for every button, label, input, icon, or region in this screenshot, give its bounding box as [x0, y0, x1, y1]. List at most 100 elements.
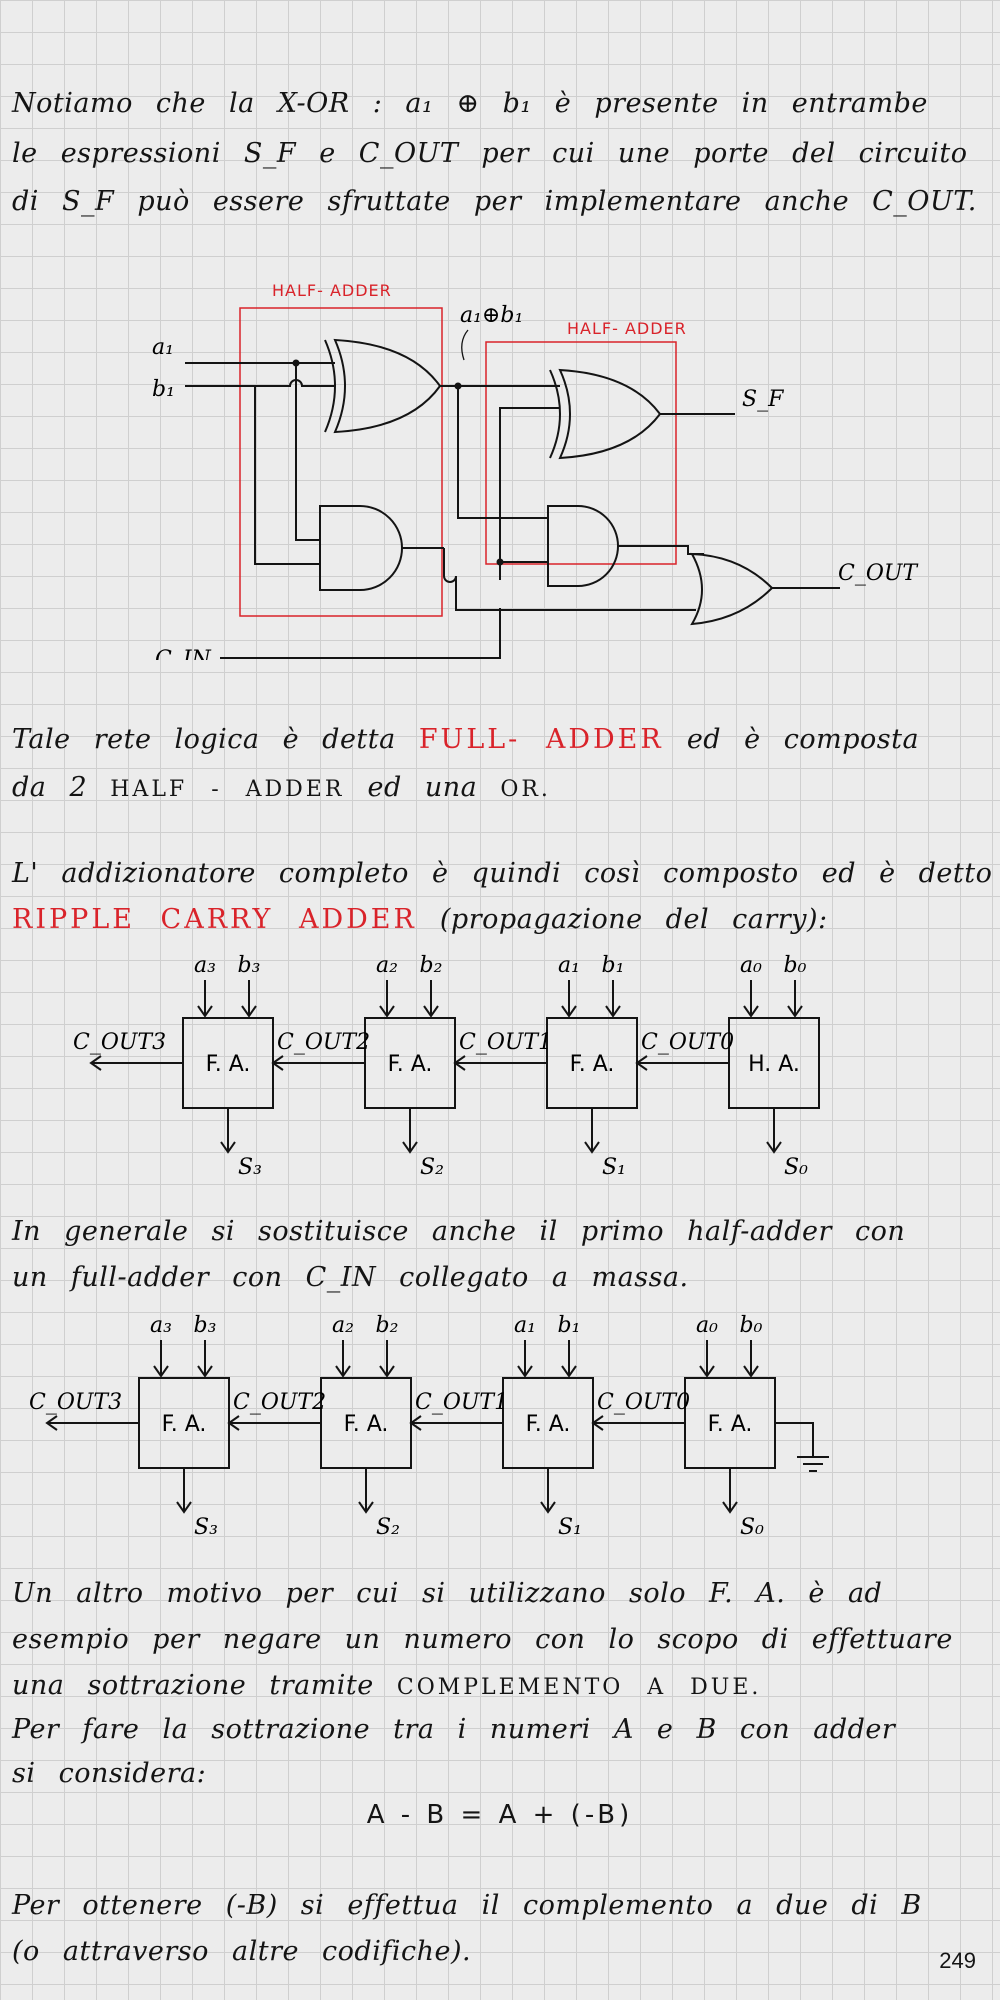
- carry-arrow: [45, 1415, 139, 1431]
- carry-arrow: [409, 1415, 503, 1431]
- input-a-label: a₃: [194, 953, 216, 978]
- ripple-line-2: RIPPLE CARRY ADDER (propagazione del car…: [12, 904, 988, 935]
- input-a-label: a₂: [376, 953, 398, 978]
- carry-arrow: [271, 1055, 365, 1071]
- half-adder-2-label: HALF- ADDER: [567, 319, 687, 338]
- input-arrow: [153, 1340, 169, 1378]
- carry-arrow: [591, 1415, 685, 1431]
- output-sf-label: S_F: [742, 387, 784, 412]
- input-b-label: b₂: [376, 1313, 399, 1338]
- sum-label: S₀: [740, 1515, 764, 1540]
- intro-line-1: Notiamo che la X-OR : a₁ ⊕ b₁ è presente…: [12, 88, 928, 119]
- general-line-1: In generale si sostituisce anche il prim…: [12, 1216, 906, 1247]
- input-arrow: [699, 1340, 715, 1378]
- input-arrow: [379, 1340, 395, 1378]
- sum-label: S₁: [558, 1515, 582, 1540]
- input-arrow: [241, 980, 257, 1018]
- carry-label: C_OUT1: [459, 1030, 552, 1055]
- general-line-2: un full-adder con C_IN collegato a massa…: [12, 1262, 689, 1293]
- or-term: OR.: [500, 777, 551, 802]
- carry-label: C_OUT0: [597, 1390, 690, 1415]
- sum-label: S₂: [420, 1155, 444, 1180]
- subtraction-formula: A - B = A + (-B): [366, 1800, 634, 1830]
- adder-block-label: F. A.: [526, 1412, 571, 1437]
- page-number: 249: [939, 1948, 976, 1973]
- fulladder-text-end: ed è composta: [686, 724, 920, 755]
- input-arrow: [197, 1340, 213, 1378]
- input-b-label: b₀: [784, 953, 807, 978]
- input-arrow: [743, 980, 759, 1018]
- input-arrow: [423, 980, 439, 1018]
- fulladder-l2-start: da 2: [12, 772, 88, 803]
- sum-arrow: [584, 1108, 600, 1154]
- sum-label: S₂: [376, 1515, 400, 1540]
- half-adder-term: HALF - ADDER: [110, 777, 345, 802]
- sum-arrow: [402, 1108, 418, 1154]
- annotation-arrow: [461, 329, 469, 361]
- input-cin-label: C_IN: [155, 647, 212, 660]
- carry-arrow: [227, 1415, 321, 1431]
- motive-line-1: Un altro motivo per cui si utilizzano so…: [12, 1578, 883, 1609]
- input-arrow: [561, 1340, 577, 1378]
- ripple-text-end: (propagazione del carry):: [439, 904, 828, 935]
- input-a-label: a₂: [332, 1313, 354, 1338]
- input-arrow: [379, 980, 395, 1018]
- input-a-label: a₀: [740, 953, 762, 978]
- input-arrow: [335, 1340, 351, 1378]
- sum-label: S₃: [194, 1515, 218, 1540]
- input-b-label: b₃: [194, 1313, 217, 1338]
- fulladder-text-start: Tale rete logica è detta: [12, 724, 396, 755]
- fulladder-line-1: Tale rete logica è detta FULL- ADDER ed …: [12, 724, 988, 755]
- ripple-line-1: L' addizionatore completo è quindi così …: [12, 858, 993, 889]
- motive-l3-start: una sottrazione tramite: [12, 1670, 374, 1701]
- input-b-label: b₀: [740, 1313, 763, 1338]
- adder-block-label: F. A.: [708, 1412, 753, 1437]
- input-b-label: b₁: [602, 953, 625, 978]
- input-arrow: [561, 980, 577, 1018]
- motive-line-5: si considera:: [12, 1758, 207, 1789]
- intro-line-3: di S_F può essere sfruttate per implemen…: [12, 186, 977, 217]
- fulladder-line-2: da 2 HALF - ADDER ed una OR.: [12, 772, 988, 803]
- input-b-label: b₃: [238, 953, 261, 978]
- full-adder-term: FULL- ADDER: [418, 724, 664, 755]
- input-a-label: a₁: [558, 953, 580, 978]
- carry-label: C_OUT3: [29, 1390, 122, 1415]
- two-complement-term: COMPLEMENTO A DUE.: [396, 1675, 762, 1700]
- sum-arrow: [540, 1468, 556, 1514]
- xor-annotation: a₁⊕b₁: [460, 303, 523, 328]
- motive-line-2: esempio per negare un numero con lo scop…: [12, 1624, 953, 1655]
- adder-block-label: F. A.: [206, 1052, 251, 1077]
- half-adder-1-label: HALF- ADDER: [272, 281, 392, 300]
- input-arrow: [787, 980, 803, 1018]
- carry-arrow: [453, 1055, 547, 1071]
- sum-arrow: [220, 1108, 236, 1154]
- input-a-label: a₁: [514, 1313, 536, 1338]
- ground-icon: [775, 1422, 829, 1472]
- motive-line-3: una sottrazione tramite COMPLEMENTO A DU…: [12, 1670, 988, 1701]
- sum-arrow: [766, 1108, 782, 1154]
- input-arrow: [743, 1340, 759, 1378]
- carry-label: C_OUT1: [415, 1390, 508, 1415]
- sum-arrow: [176, 1468, 192, 1514]
- fulladder-l2-mid: ed una: [367, 772, 478, 803]
- sum-label: S₀: [784, 1155, 808, 1180]
- input-arrow: [197, 980, 213, 1018]
- sum-label: S₁: [602, 1155, 626, 1180]
- adder-block-label: F. A.: [388, 1052, 433, 1077]
- input-arrow: [517, 1340, 533, 1378]
- carry-arrow: [89, 1055, 183, 1071]
- carry-label: C_OUT2: [277, 1030, 370, 1055]
- carry-arrow: [635, 1055, 729, 1071]
- input-a-label: a₃: [150, 1313, 172, 1338]
- input-b-label: b₁: [558, 1313, 581, 1338]
- sum-arrow: [722, 1468, 738, 1514]
- ripple-carry-term: RIPPLE CARRY ADDER: [12, 904, 417, 935]
- motive-line-4: Per fare la sottrazione tra i numeri A e…: [12, 1714, 896, 1745]
- sum-arrow: [358, 1468, 374, 1514]
- input-b-label: b₂: [420, 953, 443, 978]
- final-line-1: Per ottenere (-B) si effettua il complem…: [12, 1890, 922, 1921]
- input-a-label: a₀: [696, 1313, 718, 1338]
- carry-label: C_OUT2: [233, 1390, 326, 1415]
